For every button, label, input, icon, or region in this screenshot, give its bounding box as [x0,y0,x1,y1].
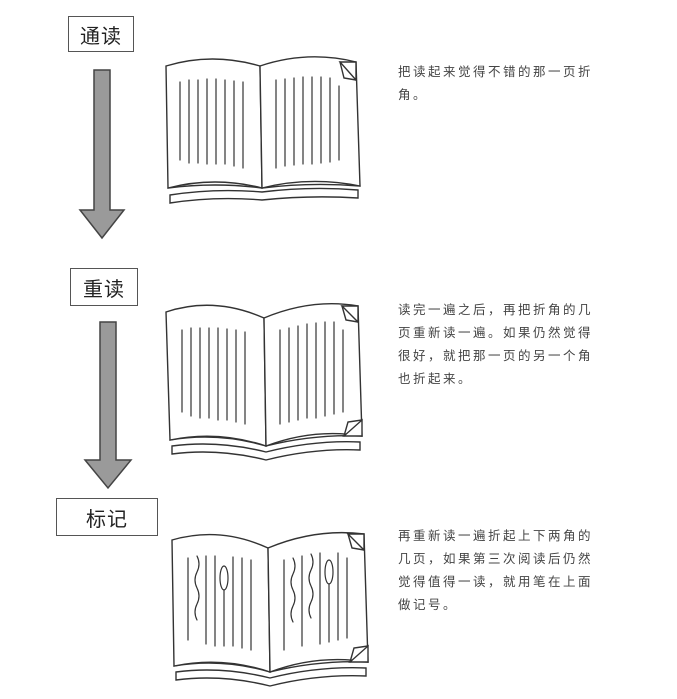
down-arrow-1 [78,69,126,240]
step-label-mark: 标记 [56,498,158,536]
down-arrow-2 [83,321,133,490]
open-book-1 [165,56,361,204]
step-description-read-through: 把读起来觉得不错的那一页折角。 [398,64,594,102]
step-description-mark: 再重新读一遍折起上下两角的几页，如果第三次阅读后仍然觉得值得一读，就用笔在上面做… [398,528,594,612]
step-label-read-through: 通读 [68,16,134,52]
open-book-2 [165,303,363,461]
step-label-reread: 重读 [70,268,138,306]
step-description-reread: 读完一遍之后，再把折角的几页重新读一遍。如果仍然觉得很好，就把那一页的另一个角也… [398,302,594,386]
open-book-3 [171,531,369,687]
